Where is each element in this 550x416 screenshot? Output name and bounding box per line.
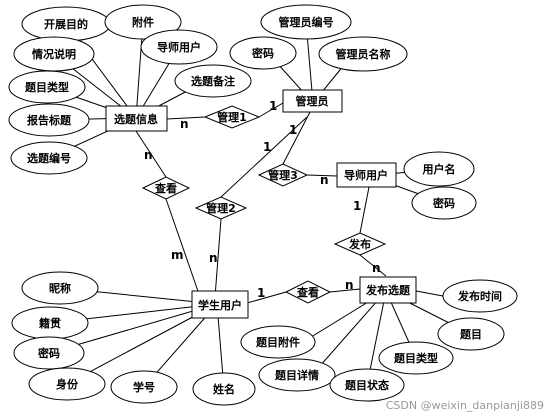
cardinality-mentor-manage3: n — [320, 173, 329, 187]
svg-text:身份: 身份 — [56, 377, 79, 391]
svg-text:题目类型: 题目类型 — [25, 80, 69, 94]
entity-publish-topic: 发布选题 — [359, 276, 417, 304]
svg-text:姓名: 姓名 — [213, 382, 235, 396]
svg-text:选题备注: 选题备注 — [191, 74, 235, 88]
attribute-publish-type: 题目类型 — [378, 341, 454, 375]
entity-admin: 管理员 — [282, 89, 343, 113]
svg-text:发布选题: 发布选题 — [365, 283, 411, 297]
attribute-mentor-username: 用户名 — [403, 151, 475, 187]
attribute-admin-password: 密码 — [229, 36, 297, 70]
svg-text:导师用户: 导师用户 — [157, 40, 201, 54]
attribute-student-name: 姓名 — [192, 372, 256, 406]
svg-text:发布: 发布 — [348, 237, 371, 251]
attribute-mentor-password: 密码 — [411, 186, 477, 220]
relationship-publish: 发布 — [333, 232, 387, 256]
svg-text:管理员: 管理员 — [296, 94, 329, 108]
attribute-student-password: 密码 — [13, 336, 85, 370]
svg-text:学号: 学号 — [133, 380, 155, 394]
svg-text:发布时间: 发布时间 — [457, 289, 502, 303]
svg-text:密码: 密码 — [433, 196, 455, 210]
attribute-publish-title: 题目 — [437, 317, 505, 351]
entity-student: 学生用户 — [191, 290, 249, 319]
attribute-topic-mentor-user: 导师用户 — [140, 29, 218, 65]
attribute-student-number: 学号 — [110, 370, 178, 404]
svg-text:题目详情: 题目详情 — [275, 368, 319, 382]
svg-text:题目附件: 题目附件 — [256, 335, 300, 349]
relationship-view-topic: 查看 — [141, 176, 191, 200]
cardinality-student-manage2: n — [209, 251, 218, 265]
attribute-topic-type: 题目类型 — [8, 70, 86, 104]
attribute-publish-detail: 题目详情 — [258, 358, 336, 392]
cardinality-admin-manage1: 1 — [269, 99, 277, 113]
cardinality-mentor-publish: 1 — [353, 199, 361, 213]
cardinality-admin-manage3: 1 — [263, 140, 271, 154]
cardinality-admin-manage2: 1 — [289, 123, 297, 137]
svg-text:学生用户: 学生用户 — [198, 298, 242, 312]
attribute-topic-purpose: 开展目的 — [21, 6, 111, 42]
entity-mentor: 导师用户 — [336, 162, 397, 188]
svg-text:管理3: 管理3 — [268, 168, 298, 182]
cardinality-student-view: m — [171, 248, 184, 262]
attribute-publish-time: 发布时间 — [442, 279, 518, 313]
svg-text:管理员编号: 管理员编号 — [279, 15, 334, 29]
svg-text:用户名: 用户名 — [423, 162, 456, 176]
svg-text:导师用户: 导师用户 — [344, 168, 388, 182]
svg-text:报告标题: 报告标题 — [27, 113, 72, 127]
cardinality-student-view2: 1 — [257, 286, 265, 300]
cardinality-publish-view2: n — [345, 278, 354, 292]
attribute-topic-report-title: 报告标题 — [8, 103, 90, 137]
svg-text:题目状态: 题目状态 — [345, 378, 389, 392]
svg-text:密码: 密码 — [252, 46, 274, 60]
attribute-admin-name: 管理员名称 — [318, 36, 408, 72]
cardinality-publish-publish: n — [372, 261, 381, 275]
svg-text:情况说明: 情况说明 — [32, 47, 76, 61]
relationship-manage1: 管理1 — [203, 105, 261, 129]
svg-text:开展目的: 开展目的 — [44, 17, 88, 31]
relationship-view-publish: 查看 — [284, 280, 332, 304]
attribute-publish-attachment: 题目附件 — [240, 325, 316, 359]
svg-text:选题编号: 选题编号 — [27, 151, 71, 165]
relationship-manage3: 管理3 — [257, 163, 309, 187]
attribute-student-origin: 籍贯 — [11, 306, 89, 340]
svg-text:题目: 题目 — [460, 328, 482, 341]
svg-text:题目类型: 题目类型 — [394, 351, 438, 365]
attribute-topic-number: 选题编号 — [10, 141, 88, 175]
relationship-manage2: 管理2 — [194, 196, 248, 220]
attribute-student-identity: 身份 — [28, 367, 106, 401]
cardinality-topic-view: n — [144, 148, 153, 162]
attribute-topic-attachment: 附件 — [104, 4, 182, 40]
svg-text:管理2: 管理2 — [206, 201, 236, 215]
svg-text:管理1: 管理1 — [217, 110, 247, 124]
svg-text:昵称: 昵称 — [49, 281, 71, 295]
attribute-admin-number: 管理员编号 — [260, 4, 352, 40]
attribute-student-nickname: 昵称 — [21, 271, 99, 305]
attribute-topic-description: 情况说明 — [13, 36, 95, 72]
watermark: CSDN @weixin_danpianji889 — [385, 399, 544, 412]
svg-text:选题信息: 选题信息 — [114, 112, 158, 126]
svg-text:查看: 查看 — [297, 285, 319, 299]
svg-text:附件: 附件 — [132, 15, 154, 29]
svg-text:籍贯: 籍贯 — [39, 316, 61, 330]
attribute-publish-status: 题目状态 — [329, 368, 405, 402]
entity-topic-info: 选题信息 — [105, 105, 168, 132]
svg-text:查看: 查看 — [155, 181, 177, 195]
attribute-topic-remark: 选题备注 — [174, 64, 252, 98]
cardinality-topic-manage1: n — [180, 117, 189, 131]
svg-text:密码: 密码 — [38, 346, 60, 360]
svg-text:管理员名称: 管理员名称 — [336, 47, 391, 61]
